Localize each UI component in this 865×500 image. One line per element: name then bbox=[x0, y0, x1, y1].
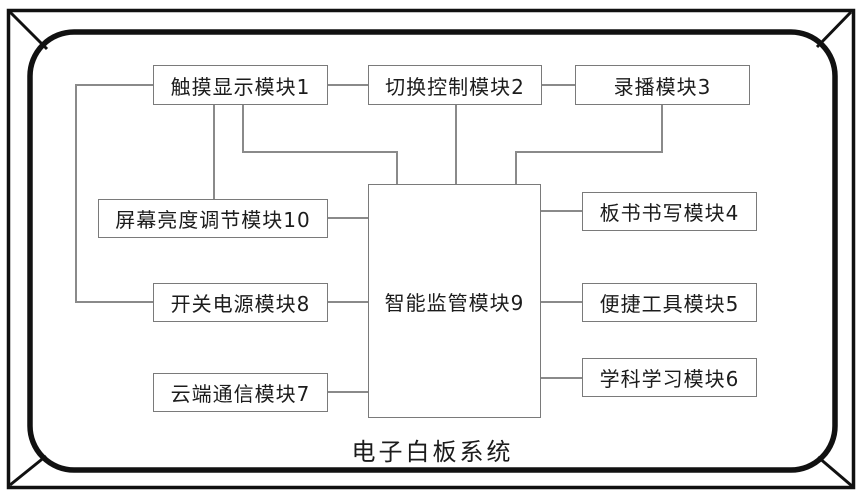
block-label: 录播模块3 bbox=[613, 74, 712, 99]
connector-box1-box2 bbox=[328, 84, 368, 86]
block-label: 便捷工具模块5 bbox=[599, 292, 740, 316]
block-convenient-tools-module-5: 便捷工具模块5 bbox=[582, 283, 757, 322]
connector-box3-box9-run bbox=[515, 151, 663, 153]
frame-corner-diagonal-br bbox=[817, 455, 853, 488]
connector-box2-box3 bbox=[542, 84, 575, 86]
connector-box9-box4 bbox=[541, 210, 582, 212]
connector-box3-drop bbox=[661, 105, 663, 152]
block-power-switch-module-8: 开关电源模块8 bbox=[153, 283, 328, 322]
block-label: 云端通信模块7 bbox=[170, 382, 311, 406]
block-board-writing-module-4: 板书书写模块4 bbox=[582, 192, 757, 231]
connector-box10-box9 bbox=[328, 217, 368, 219]
block-recording-module-3: 录播模块3 bbox=[575, 65, 750, 105]
block-label: 屏幕亮度调节模块10 bbox=[115, 208, 311, 232]
figure-caption: 电子白板系统 bbox=[351, 438, 514, 466]
connector-box1-drop bbox=[242, 105, 244, 152]
connector-box1-box9-run bbox=[242, 151, 398, 153]
block-screen-brightness-module-10: 屏幕亮度调节模块10 bbox=[98, 199, 328, 238]
connector-box8-left-stub bbox=[75, 301, 153, 303]
block-label: 智能监管模块9 bbox=[384, 290, 525, 315]
connector-box1-left-stub bbox=[75, 84, 153, 86]
connector-left-riser bbox=[75, 84, 77, 303]
block-cloud-communication-module-7: 云端通信模块7 bbox=[153, 373, 328, 412]
frame-outer-rect bbox=[6, 8, 856, 490]
connector-box7-box9 bbox=[328, 391, 368, 393]
block-label: 板书书写模块4 bbox=[599, 201, 740, 225]
connector-box1-box9-drop bbox=[396, 151, 398, 185]
block-label: 触摸显示模块1 bbox=[170, 74, 311, 99]
connector-box9-box6 bbox=[541, 377, 582, 379]
block-subject-learning-module-6: 学科学习模块6 bbox=[582, 358, 757, 397]
block-label: 学科学习模块6 bbox=[599, 367, 740, 391]
frame-corner-diagonal-tl bbox=[8, 10, 49, 51]
connector-box2-box9 bbox=[455, 105, 457, 185]
block-touch-display-module-1: 触摸显示模块1 bbox=[153, 65, 328, 105]
block-label: 开关电源模块8 bbox=[170, 292, 311, 316]
frame-corner-diagonal-tr bbox=[815, 10, 853, 49]
block-switch-control-module-2: 切换控制模块2 bbox=[368, 65, 542, 105]
frame-corner-diagonal-bl bbox=[9, 454, 47, 487]
connector-box9-box5 bbox=[541, 301, 582, 303]
block-label: 切换控制模块2 bbox=[385, 74, 525, 99]
frame-inner-rounded-rect bbox=[27, 29, 838, 473]
connector-box8-box9 bbox=[328, 301, 368, 303]
block-intelligent-supervision-module-9: 智能监管模块9 bbox=[368, 184, 541, 418]
connector-box3-box9-drop bbox=[515, 151, 517, 185]
connector-box1-box10 bbox=[213, 105, 215, 200]
